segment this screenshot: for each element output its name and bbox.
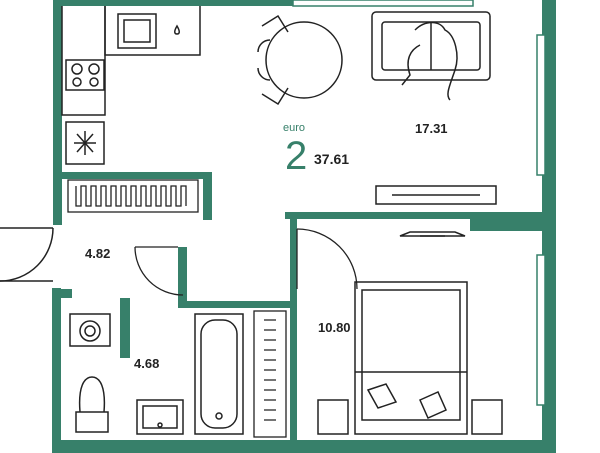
stove-icon <box>65 59 105 91</box>
door-swing-icon <box>134 246 184 296</box>
apartment-type-label: euro <box>283 122 306 134</box>
radiator-icon <box>67 179 199 213</box>
total-area: 37.61 <box>314 151 350 167</box>
washing-machine-icon <box>69 313 111 347</box>
kitchen-living-area-label: 17.31 <box>415 121 448 136</box>
pillow-icon <box>366 383 447 419</box>
tv-stand-icon <box>375 185 497 237</box>
wardrobe-icon <box>253 310 287 438</box>
room-count: 2 <box>285 134 308 178</box>
bathroom-sink-icon <box>136 399 184 435</box>
fridge-icon <box>65 121 105 165</box>
kitchen-counter <box>61 6 201 116</box>
sink-icon <box>117 13 180 49</box>
nightstand-icon <box>317 399 503 435</box>
bathtub-icon <box>194 313 244 435</box>
bathroom-area-label: 4.68 <box>134 356 160 371</box>
door-swing-icon <box>0 227 54 282</box>
toilet-icon <box>75 376 109 433</box>
window-icon <box>292 0 546 406</box>
door-swing-icon <box>296 228 358 290</box>
bed-icon <box>354 281 468 435</box>
sofa-icon <box>371 11 491 101</box>
dining-table-icon <box>257 14 343 106</box>
hallway-area-label: 4.82 <box>85 246 111 261</box>
bedroom-area-label: 10.80 <box>318 320 351 335</box>
